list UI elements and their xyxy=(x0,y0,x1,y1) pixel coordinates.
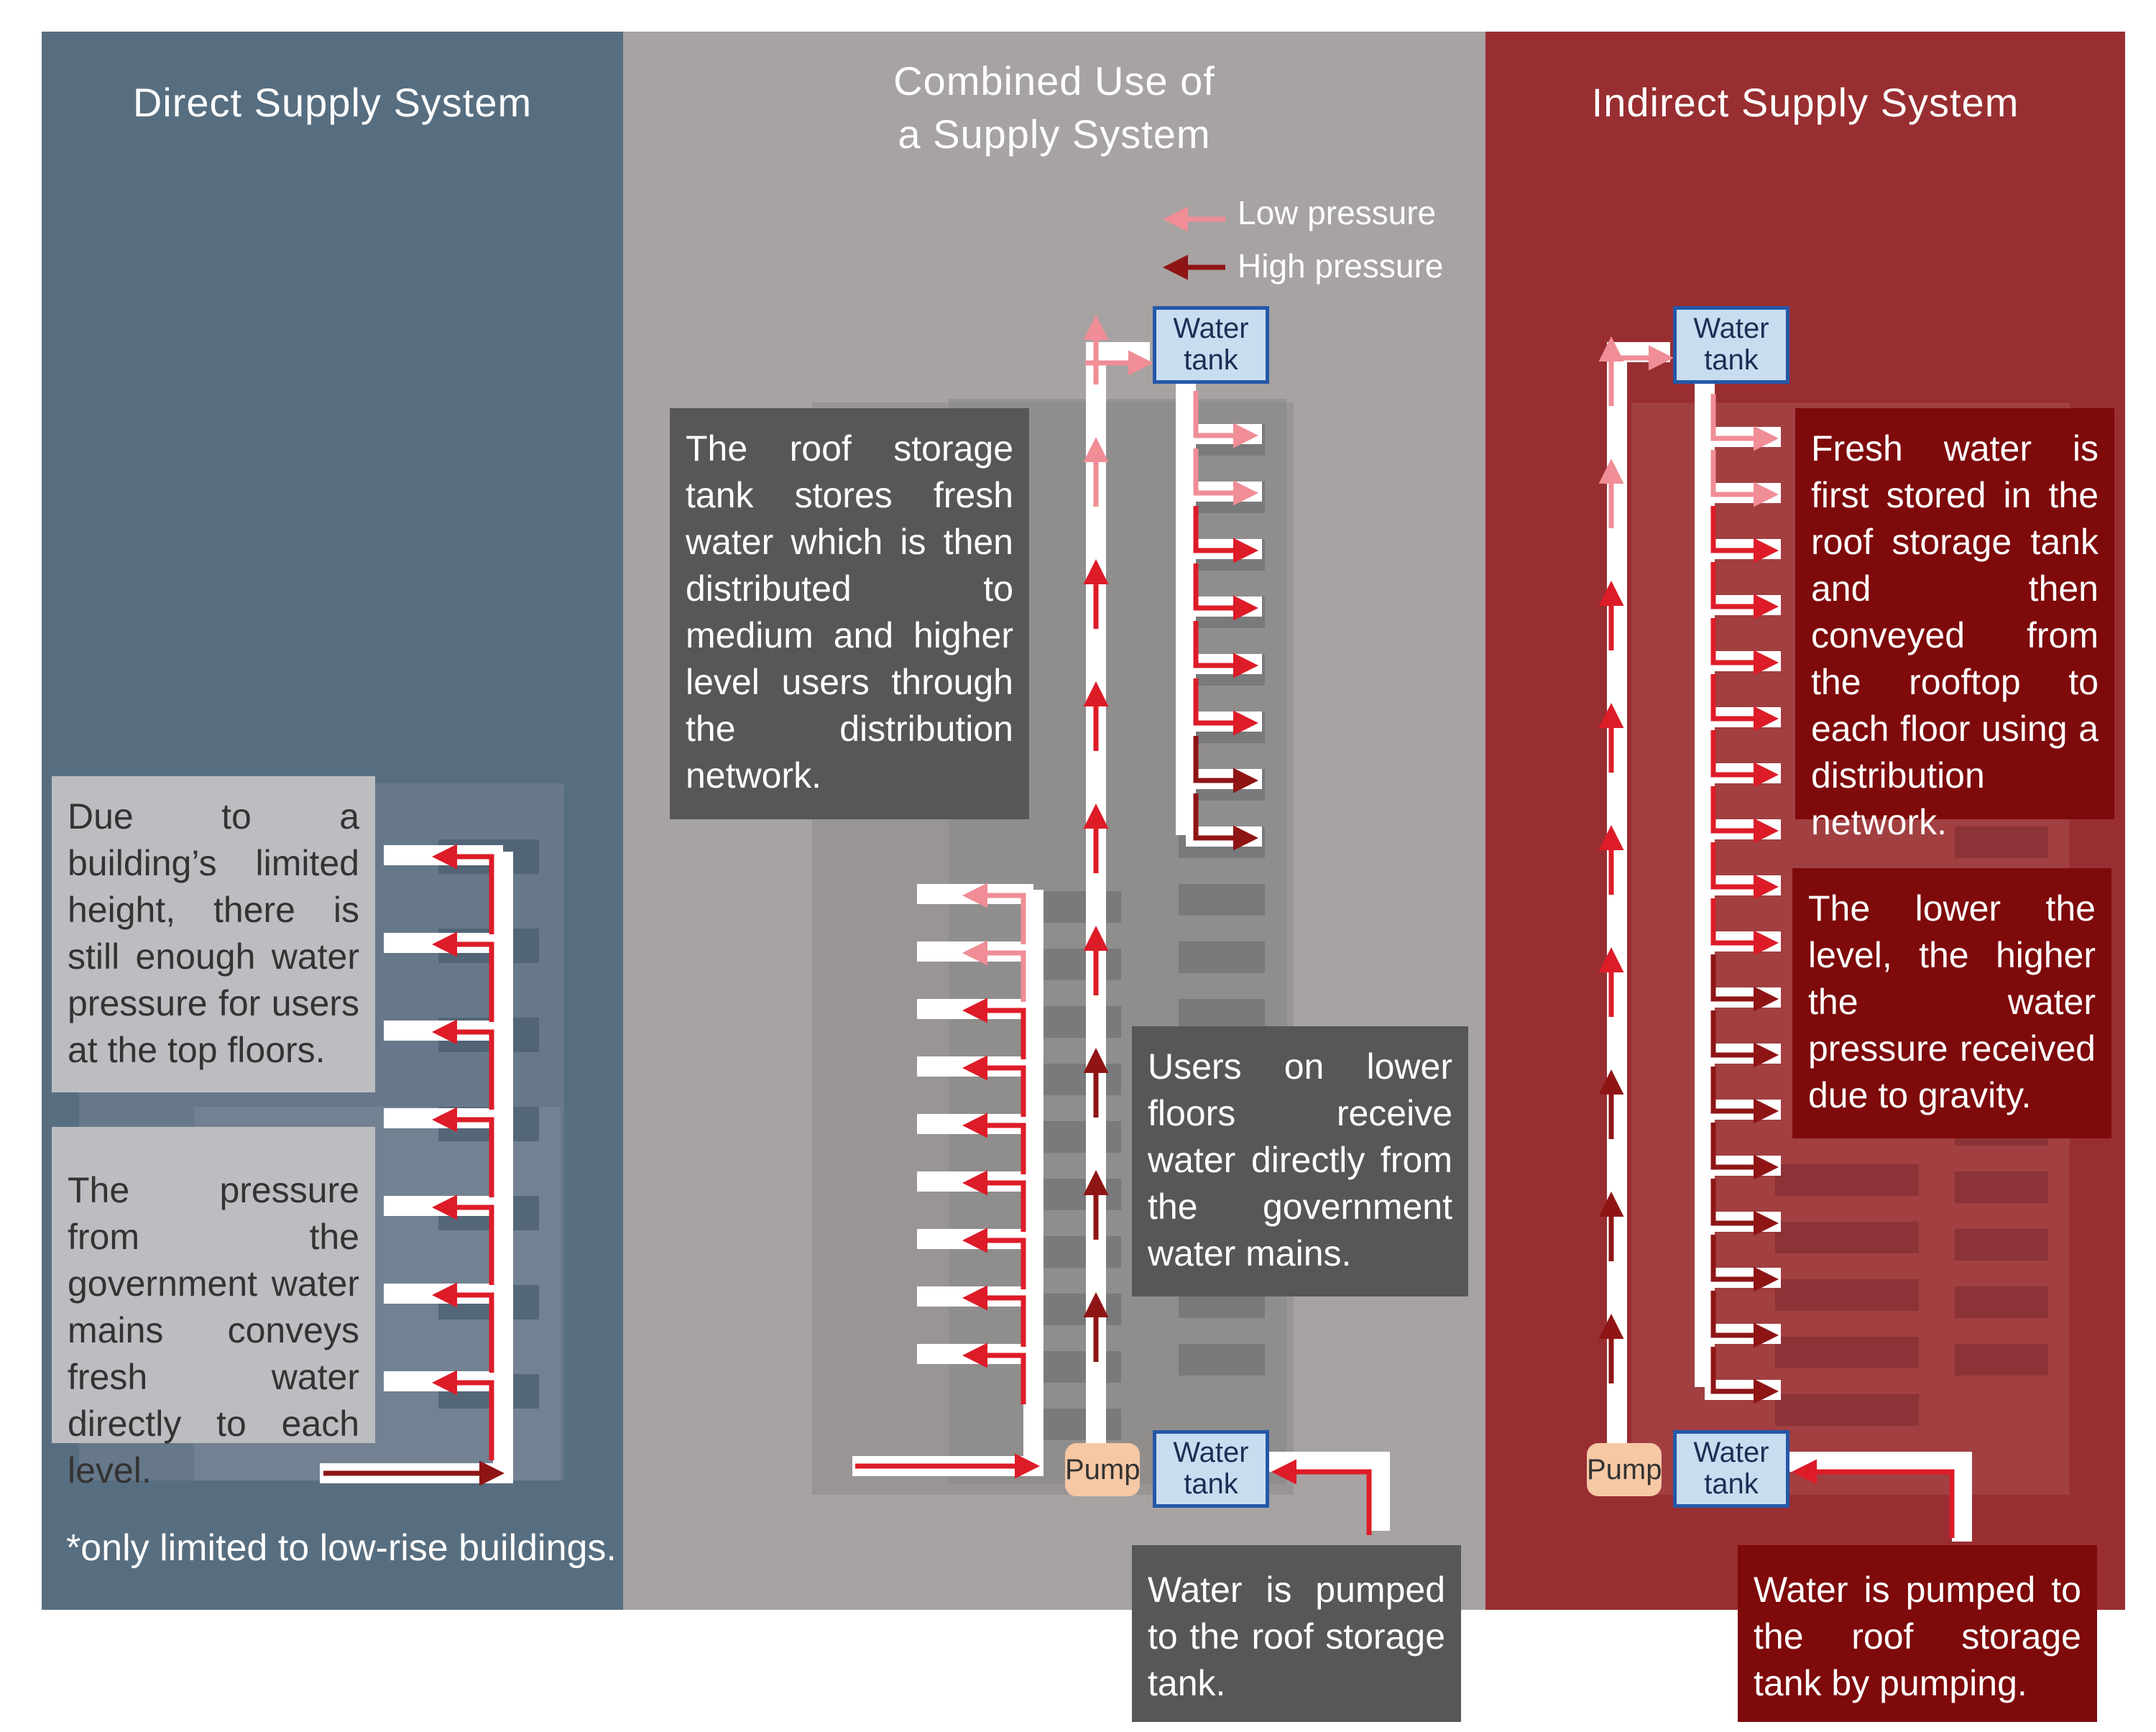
indirect-roof-water-tank: Water tank xyxy=(1673,306,1789,384)
indirect-distribution-arrow xyxy=(1710,1347,1779,1404)
combined-pump: Pump xyxy=(1065,1443,1141,1496)
legend-high-pressure-label: High pressure xyxy=(1238,247,1444,285)
combined-window-row-left xyxy=(1035,1064,1121,1095)
combined-window-row-left xyxy=(1035,1006,1121,1038)
indirect-ground-tank-label-line2: tank xyxy=(1704,1468,1759,1500)
combined-mains-to-tank-pipe xyxy=(1269,1452,1390,1531)
indirect-distribution-arrow xyxy=(1710,674,1779,732)
combined-lower-floor-arrow xyxy=(962,1113,1026,1174)
indirect-ground-tank-label-line1: Water xyxy=(1693,1437,1769,1468)
combined-window-row-left xyxy=(1035,1121,1121,1153)
combined-distribution-arrow xyxy=(1193,793,1258,851)
direct-panel-title: Direct Supply System xyxy=(132,80,533,125)
direct-floor-arrow xyxy=(432,1370,494,1460)
indirect-distribution-arrow xyxy=(1710,1067,1779,1124)
combined-window-row-left xyxy=(1035,1351,1121,1383)
combined-panel-title-line1: Combined Use of xyxy=(893,58,1215,103)
combined-window-row-left xyxy=(1035,1179,1121,1210)
indirect-panel-title: Indirect Supply System xyxy=(1591,80,2019,125)
indirect-pumped-note: Water is pumped to the roof storage tank… xyxy=(1738,1545,2097,1722)
combined-window-row xyxy=(1179,1344,1265,1376)
combined-distribution-arrow xyxy=(1193,678,1258,736)
indirect-window-row-lower xyxy=(1775,1279,1919,1311)
indirect-pump: Pump xyxy=(1587,1443,1662,1496)
combined-lower-floor-arrow xyxy=(962,1227,1026,1289)
indirect-distribution-arrow xyxy=(1710,786,1779,844)
direct-floor-arrow xyxy=(432,1019,494,1110)
combined-distribution-arrow xyxy=(1193,506,1258,563)
indirect-distribution-arrow xyxy=(1710,954,1779,1012)
combined-lower-floor-arrow xyxy=(962,883,1026,944)
combined-window-row-left xyxy=(1035,1409,1121,1440)
combined-roof-water-tank: Water tank xyxy=(1153,306,1269,384)
combined-distribution-arrow xyxy=(1193,563,1258,621)
indirect-fresh-water-note: Fresh water is first stored in the roof … xyxy=(1795,408,2114,842)
combined-window-row-left xyxy=(1035,1294,1121,1325)
indirect-distribution-arrow xyxy=(1710,898,1779,956)
combined-window-row xyxy=(1179,941,1265,973)
indirect-distribution-arrow xyxy=(1710,842,1779,900)
combined-ground-tank-label-line1: Water xyxy=(1173,1437,1249,1468)
direct-floor-arrow xyxy=(432,1107,494,1197)
combined-window-row-left xyxy=(1035,1236,1121,1268)
indirect-window-row xyxy=(1955,1229,2048,1261)
indirect-window-row xyxy=(1955,826,2048,858)
direct-footnote: *only limited to low-rise buildings. xyxy=(66,1527,617,1569)
indirect-mains-to-tank-arrow xyxy=(1792,1459,1955,1538)
combined-roof-tank-label-line2: tank xyxy=(1184,344,1238,376)
combined-roof-tank-note: The roof storage tank stores fresh water… xyxy=(670,408,1029,819)
direct-top-floor-note: Due to a building’s limited height, ther… xyxy=(52,776,375,1092)
combined-panel-title-line2: a Supply System xyxy=(898,111,1211,157)
direct-mains-pressure-note: The pressure from the government water m… xyxy=(52,1127,375,1491)
indirect-window-row-lower xyxy=(1775,1337,1919,1368)
combined-distribution-arrow xyxy=(1193,448,1258,506)
indirect-roof-tank-label-line2: tank xyxy=(1704,344,1759,376)
combined-window-row xyxy=(1179,884,1265,916)
direct-floor-arrow xyxy=(432,1282,494,1373)
combined-window-row xyxy=(1179,999,1265,1031)
combined-lower-floor-arrow xyxy=(962,998,1026,1059)
combined-ground-water-tank: Water tank xyxy=(1153,1430,1269,1508)
combined-lower-floor-arrow xyxy=(962,1285,1026,1347)
combined-window-row-left xyxy=(1035,891,1121,923)
combined-mains-to-tank-arrow xyxy=(1271,1459,1372,1535)
indirect-distribution-arrow xyxy=(1710,1235,1779,1292)
indirect-distribution-arrow xyxy=(1710,1291,1779,1348)
direct-floor-arrow xyxy=(432,1194,494,1285)
combined-pumped-note: Water is pumped to the roof storage tank… xyxy=(1132,1545,1461,1722)
indirect-roof-tank-label-line1: Water xyxy=(1693,313,1769,344)
combined-distribution-arrow xyxy=(1193,736,1258,793)
combined-lower-floor-arrow xyxy=(962,1170,1026,1232)
indirect-distribution-arrow xyxy=(1710,562,1779,619)
combined-lower-floor-note: Users on lower floors receive water dire… xyxy=(1132,1026,1468,1296)
combined-lower-floor-arrow xyxy=(962,940,1026,1002)
indirect-window-row xyxy=(1955,1344,2048,1376)
indirect-distribution-arrow xyxy=(1710,450,1779,507)
legend-low-pressure-label: Low pressure xyxy=(1238,194,1437,231)
combined-lower-floor-arrow xyxy=(962,1342,1026,1404)
direct-floor-arrow xyxy=(432,931,494,1022)
indirect-gravity-note: The lower the level, the higher the wate… xyxy=(1792,868,2111,1138)
combined-roof-tank-label-line1: Water xyxy=(1173,313,1249,344)
indirect-ground-water-tank: Water tank xyxy=(1673,1430,1789,1508)
indirect-window-row-lower xyxy=(1775,1222,1919,1253)
combined-window-row-left xyxy=(1035,949,1121,980)
indirect-distribution-arrow xyxy=(1710,1123,1779,1180)
indirect-distribution-arrow xyxy=(1710,618,1779,676)
indirect-distribution-arrow xyxy=(1710,394,1779,451)
indirect-distribution-arrow xyxy=(1710,1010,1779,1068)
indirect-window-row-lower xyxy=(1775,1164,1919,1196)
indirect-window-row xyxy=(1955,1286,2048,1318)
combined-distribution-arrow xyxy=(1193,391,1258,448)
combined-ground-tank-label-line2: tank xyxy=(1184,1468,1238,1500)
indirect-distribution-arrow xyxy=(1710,730,1779,788)
indirect-distribution-arrow xyxy=(1710,506,1779,563)
combined-lower-floor-arrow xyxy=(962,1055,1026,1117)
combined-distribution-arrow xyxy=(1193,621,1258,678)
direct-floor-arrow xyxy=(432,844,494,934)
indirect-mains-to-tank-pipe xyxy=(1789,1452,1972,1542)
indirect-window-row-lower xyxy=(1775,1394,1919,1426)
indirect-distribution-arrow xyxy=(1710,1179,1779,1236)
indirect-window-row xyxy=(1955,1171,2048,1203)
